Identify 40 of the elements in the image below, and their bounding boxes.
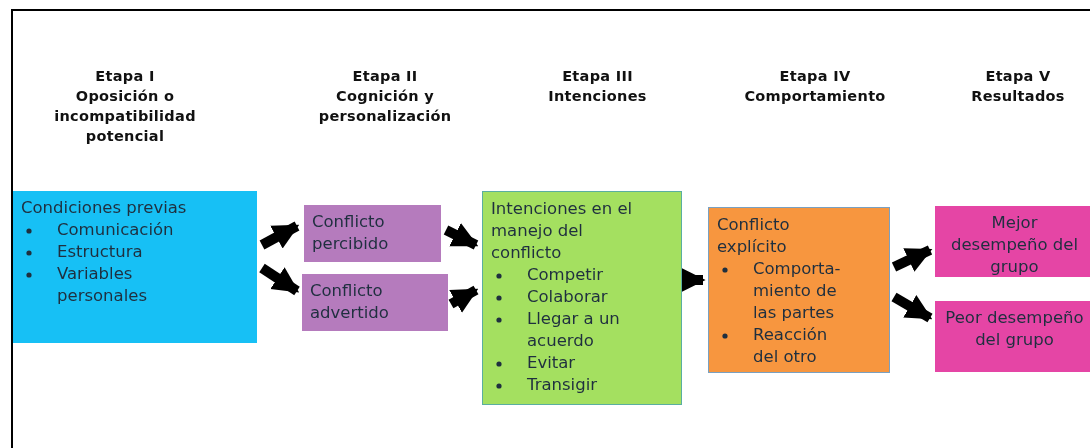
arrow <box>891 292 933 323</box>
bullet-item: Competir <box>527 264 605 286</box>
bullet-item: Transigir <box>527 374 599 396</box>
stage-subtitle: Cognición y personalización <box>317 87 453 126</box>
bullet-item: Comporta-miento de las partes <box>753 258 842 324</box>
box-heading: Conflicto explícito <box>717 214 791 258</box>
stage-title: Etapa V <box>984 67 1052 86</box>
process-box <box>935 206 1090 277</box>
arrow <box>891 245 933 272</box>
stage-subtitle: Oposición o incompatibilidad potencial <box>53 87 197 146</box>
stage-title: Etapa III <box>561 67 634 86</box>
box-heading: Peor desempeño del grupo <box>944 307 1085 351</box>
process-box <box>304 205 441 262</box>
stage-subtitle: Intenciones <box>547 87 648 106</box>
process-box <box>302 274 448 331</box>
box-heading: Conflicto advertido <box>310 280 390 324</box>
stage-subtitle: Resultados <box>970 87 1066 106</box>
process-box <box>708 207 890 373</box>
stage-title: Etapa IV <box>778 67 852 86</box>
process-box <box>13 191 257 343</box>
box-heading: Intenciones en el manejo del conflicto <box>491 198 634 264</box>
arrow <box>448 285 479 313</box>
stage-subtitle: Comportamiento <box>743 87 887 106</box>
stage-title: Etapa I <box>94 67 156 86</box>
arrow <box>259 263 300 296</box>
stage-title: Etapa II <box>351 67 419 86</box>
bullet-item: Colaborar <box>527 286 609 308</box>
bullet-item: Evitar <box>527 352 577 374</box>
process-box <box>935 301 1090 372</box>
arrow <box>259 221 300 250</box>
box-heading: Conflicto percibido <box>312 211 390 255</box>
bullet-item: Estructura <box>57 241 144 263</box>
bullet-item: Llegar a un acuerdo <box>527 308 621 352</box>
process-box <box>482 191 682 405</box>
box-heading: Condiciones previas <box>21 197 188 219</box>
arrow <box>443 222 479 250</box>
bullet-item: Reacción del otro <box>753 324 829 368</box>
box-heading: Mejor desempeño del grupo <box>949 212 1080 278</box>
bullet-item: Variables personales <box>57 263 148 307</box>
bullet-item: Comunicación <box>57 219 175 241</box>
